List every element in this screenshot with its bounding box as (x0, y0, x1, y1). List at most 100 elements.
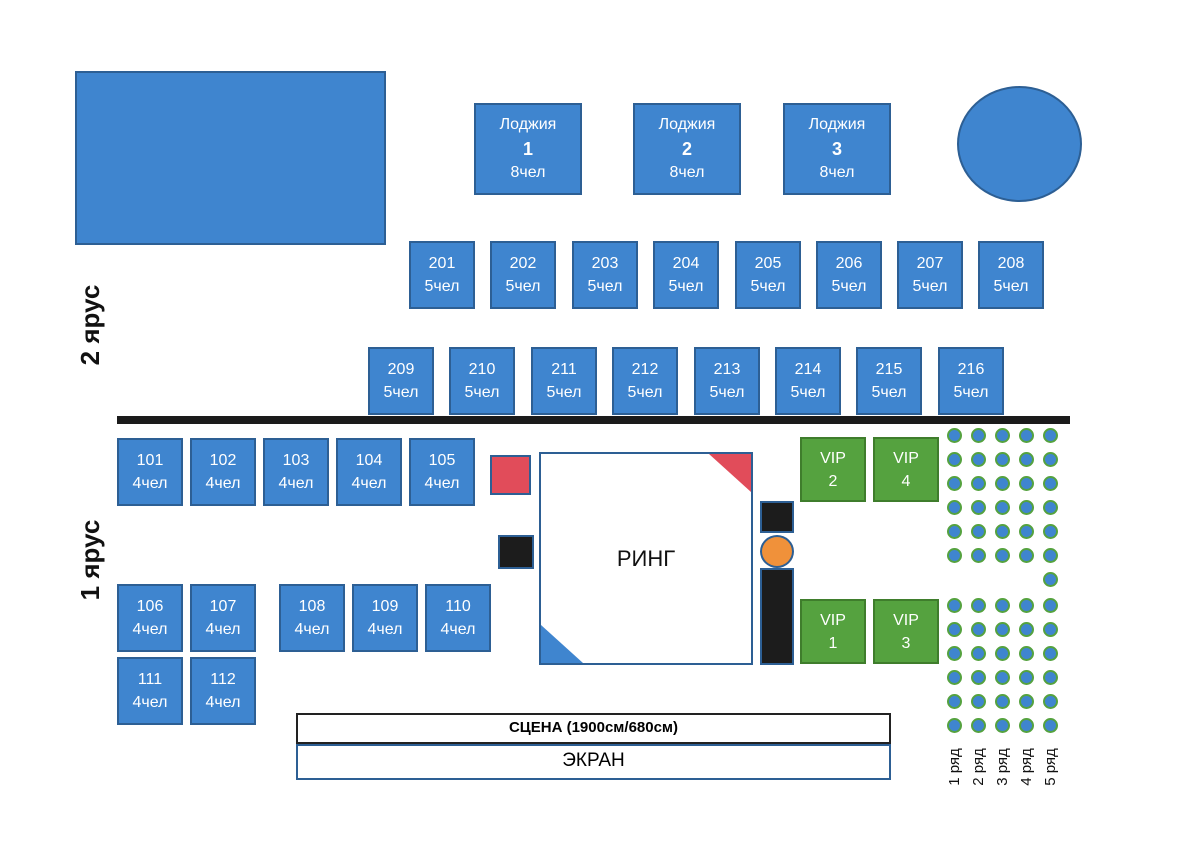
loggia-3[interactable]: Лоджия 3 8чел (783, 103, 891, 195)
seat-dot[interactable] (971, 598, 986, 613)
seat-dot[interactable] (1019, 622, 1034, 637)
stage[interactable]: СЦЕНА (1900см/680см) (296, 713, 891, 744)
seat-dot[interactable] (1019, 452, 1034, 467)
seat-dot[interactable] (971, 622, 986, 637)
seat-dot[interactable] (995, 428, 1010, 443)
seat-dot[interactable] (947, 428, 962, 443)
seat-dot[interactable] (971, 476, 986, 491)
seat-dot[interactable] (995, 622, 1010, 637)
seat-dot[interactable] (995, 548, 1010, 563)
seat-dot[interactable] (947, 622, 962, 637)
seat-dot[interactable] (971, 646, 986, 661)
seat-dot[interactable] (1043, 670, 1058, 685)
seat-dot[interactable] (1043, 646, 1058, 661)
seat-dot[interactable] (947, 548, 962, 563)
seat-dot[interactable] (1019, 548, 1034, 563)
seat-dot[interactable] (1043, 428, 1058, 443)
seat-dot[interactable] (971, 670, 986, 685)
seat-dot[interactable] (1019, 718, 1034, 733)
seat-dot[interactable] (1019, 428, 1034, 443)
seat-dot[interactable] (995, 718, 1010, 733)
seat-dot[interactable] (1043, 476, 1058, 491)
seat-dot[interactable] (947, 524, 962, 539)
seat-dot[interactable] (1019, 500, 1034, 515)
seat-dot[interactable] (947, 452, 962, 467)
loggia-1[interactable]: Лоджия 1 8чел (474, 103, 582, 195)
seat-dot[interactable] (947, 476, 962, 491)
seat-dot[interactable] (971, 500, 986, 515)
seat-dot[interactable] (995, 452, 1010, 467)
seat-dot[interactable] (995, 524, 1010, 539)
seat-dot[interactable] (947, 500, 962, 515)
seat-dot[interactable] (1019, 476, 1034, 491)
seat-dot[interactable] (1043, 524, 1058, 539)
boxing-ring[interactable]: РИНГ (539, 452, 753, 665)
seat-dot[interactable] (947, 718, 962, 733)
seat-dot[interactable] (947, 694, 962, 709)
seat-dot[interactable] (1043, 598, 1058, 613)
loggia-2[interactable]: Лоджия 2 8чел (633, 103, 741, 195)
seat-dot[interactable] (971, 524, 986, 539)
seat-dot[interactable] (947, 670, 962, 685)
seat-dot[interactable] (1019, 598, 1034, 613)
seat-dot[interactable] (995, 694, 1010, 709)
seat-dot[interactable] (1043, 622, 1058, 637)
seat-dot[interactable] (1043, 572, 1058, 587)
seat-dot[interactable] (971, 548, 986, 563)
seat-dot[interactable] (995, 670, 1010, 685)
seat-dot[interactable] (1019, 670, 1034, 685)
seat-dot[interactable] (971, 428, 986, 443)
seat-dot[interactable] (1019, 646, 1034, 661)
seat-dot[interactable] (1043, 548, 1058, 563)
seat-dot[interactable] (947, 598, 962, 613)
seat-dot[interactable] (995, 476, 1010, 491)
seat-dot[interactable] (971, 694, 986, 709)
seat-dot[interactable] (971, 718, 986, 733)
seat-dot[interactable] (1019, 524, 1034, 539)
seat-dot[interactable] (1043, 500, 1058, 515)
seat-dot[interactable] (1019, 694, 1034, 709)
seat-dot[interactable] (995, 598, 1010, 613)
seat-dot[interactable] (995, 500, 1010, 515)
seat-dot[interactable] (1043, 694, 1058, 709)
seat-dot[interactable] (947, 646, 962, 661)
seat-dot[interactable] (995, 646, 1010, 661)
seat-dot[interactable] (971, 452, 986, 467)
seat-dot[interactable] (1043, 718, 1058, 733)
round-table[interactable] (957, 86, 1082, 202)
upper-area-block[interactable] (75, 71, 386, 245)
seat-dot[interactable] (1043, 452, 1058, 467)
